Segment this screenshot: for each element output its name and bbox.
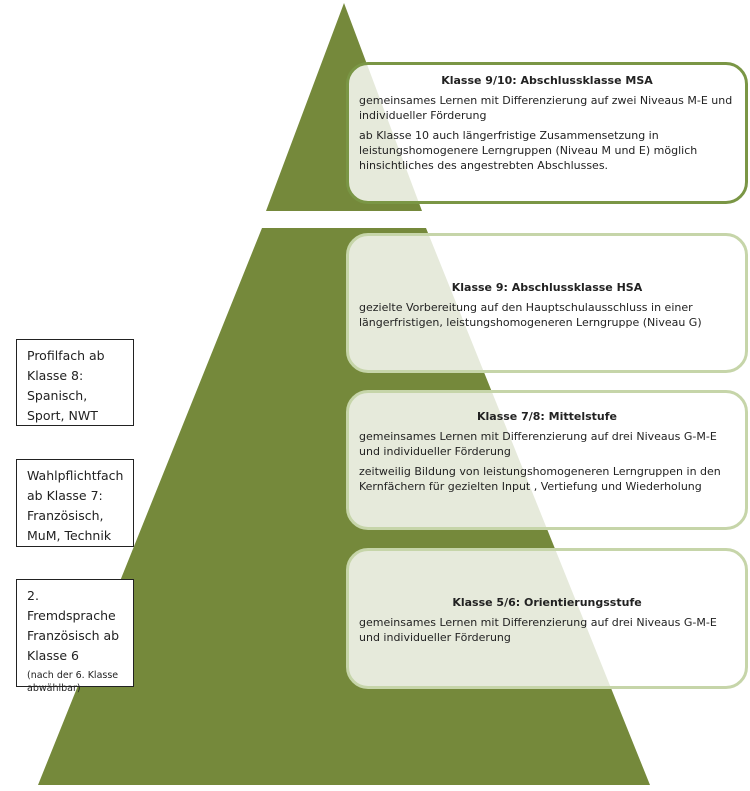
level-title: Klasse 9/10: Abschlussklasse MSA (441, 74, 653, 87)
level-card-5-6: Klasse 5/6: Orientierungsstufe gemeinsam… (346, 548, 748, 689)
level-card-9: Klasse 9: Abschlussklasse HSA gezielte V… (346, 233, 748, 373)
side-box-fremdsprache: 2. Fremdsprache Französisch ab Klasse 6 … (16, 579, 134, 694)
level-title: Klasse 9: Abschlussklasse HSA (451, 281, 643, 294)
level-card-7-8: Klasse 7/8: Mittelstufe gemeinsames Lern… (346, 390, 748, 530)
level-description: zeitweilig Bildung von leistungshomogene… (359, 465, 721, 493)
level-title: Klasse 7/8: Mittelstufe (476, 410, 617, 423)
side-box-text: Wahlpflichtfach ab Klasse 7: Französisch… (27, 468, 124, 543)
side-box-note: (nach der 6. Klasse abwählbar) (27, 670, 119, 694)
side-box-wahlpflichtfach: Wahlpflichtfach ab Klasse 7: Französisch… (16, 459, 134, 547)
level-card-9-10: Klasse 9/10: Abschlussklasse MSA gemeins… (346, 62, 748, 204)
level-description: gemeinsames Lernen mit Differenzierung a… (359, 430, 717, 458)
level-description: gemeinsames Lernen mit Differenzierung a… (359, 616, 717, 644)
level-description: gezielte Vorbereitung auf den Hauptschul… (359, 301, 702, 329)
side-box-profilfach: Profilfach ab Klasse 8: Spanisch, Sport,… (16, 339, 134, 426)
level-description: gemeinsames Lernen mit Differenzierung a… (359, 94, 733, 122)
side-box-text: Profilfach ab Klasse 8: Spanisch, Sport,… (27, 348, 105, 423)
level-title: Klasse 5/6: Orientierungsstufe (452, 596, 642, 609)
level-description: ab Klasse 10 auch längerfristige Zusamme… (359, 129, 698, 172)
side-box-text: 2. Fremdsprache Französisch ab Klasse 6 (27, 588, 120, 663)
